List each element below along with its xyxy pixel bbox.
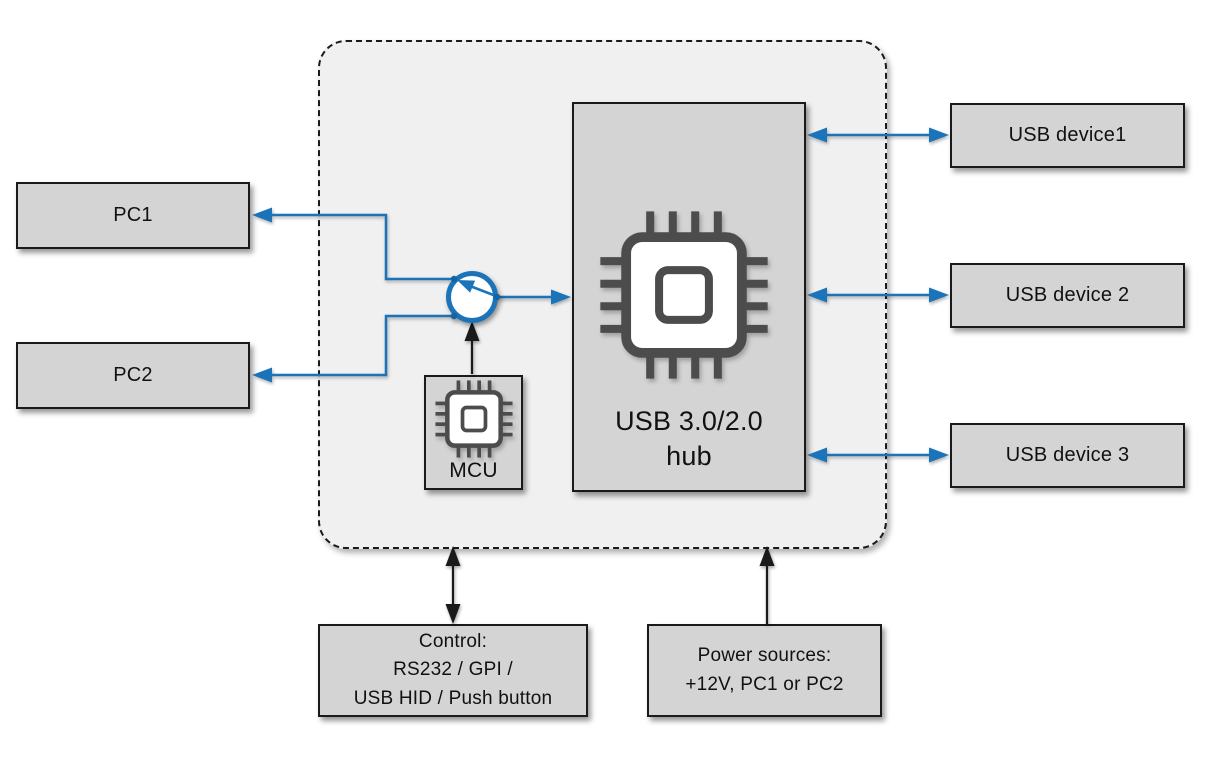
node-control-line2: RS232 / GPI / (393, 659, 513, 681)
node-power-sources: Power sources: +12V, PC1 or PC2 (647, 624, 882, 717)
node-usb-device1: USB device1 (950, 103, 1185, 168)
node-usb-device2: USB device 2 (950, 263, 1185, 328)
node-usb-device2-label: USB device 2 (1005, 284, 1130, 306)
node-pc2-label: PC2 (113, 364, 153, 386)
power-boundary-connector (759, 546, 775, 624)
node-usb-device3: USB device 3 (950, 423, 1185, 488)
node-pc2: PC2 (16, 342, 250, 409)
node-usb-hub-label: USB 3.0/2.0 hub (615, 406, 763, 471)
node-power-line2: +12V, PC1 or PC2 (685, 673, 844, 695)
node-usb-device1-label: USB device1 (1008, 124, 1127, 146)
control-boundary-connector (445, 546, 461, 624)
node-usb-device3-label: USB device 3 (1005, 444, 1130, 466)
node-control: Control: RS232 / GPI / USB HID / Push bu… (318, 624, 588, 717)
node-control-line3: USB HID / Push button (353, 687, 553, 709)
node-power-line1: Power sources: (697, 645, 832, 666)
node-mcu-label: MCU (449, 459, 498, 482)
node-control-line1: Control: (418, 630, 488, 652)
node-pc1-label: PC1 (113, 204, 153, 226)
node-mcu: MCU (424, 375, 523, 490)
node-usb-hub: USB 3.0/2.0 hub (572, 102, 806, 492)
node-pc1: PC1 (16, 182, 250, 249)
